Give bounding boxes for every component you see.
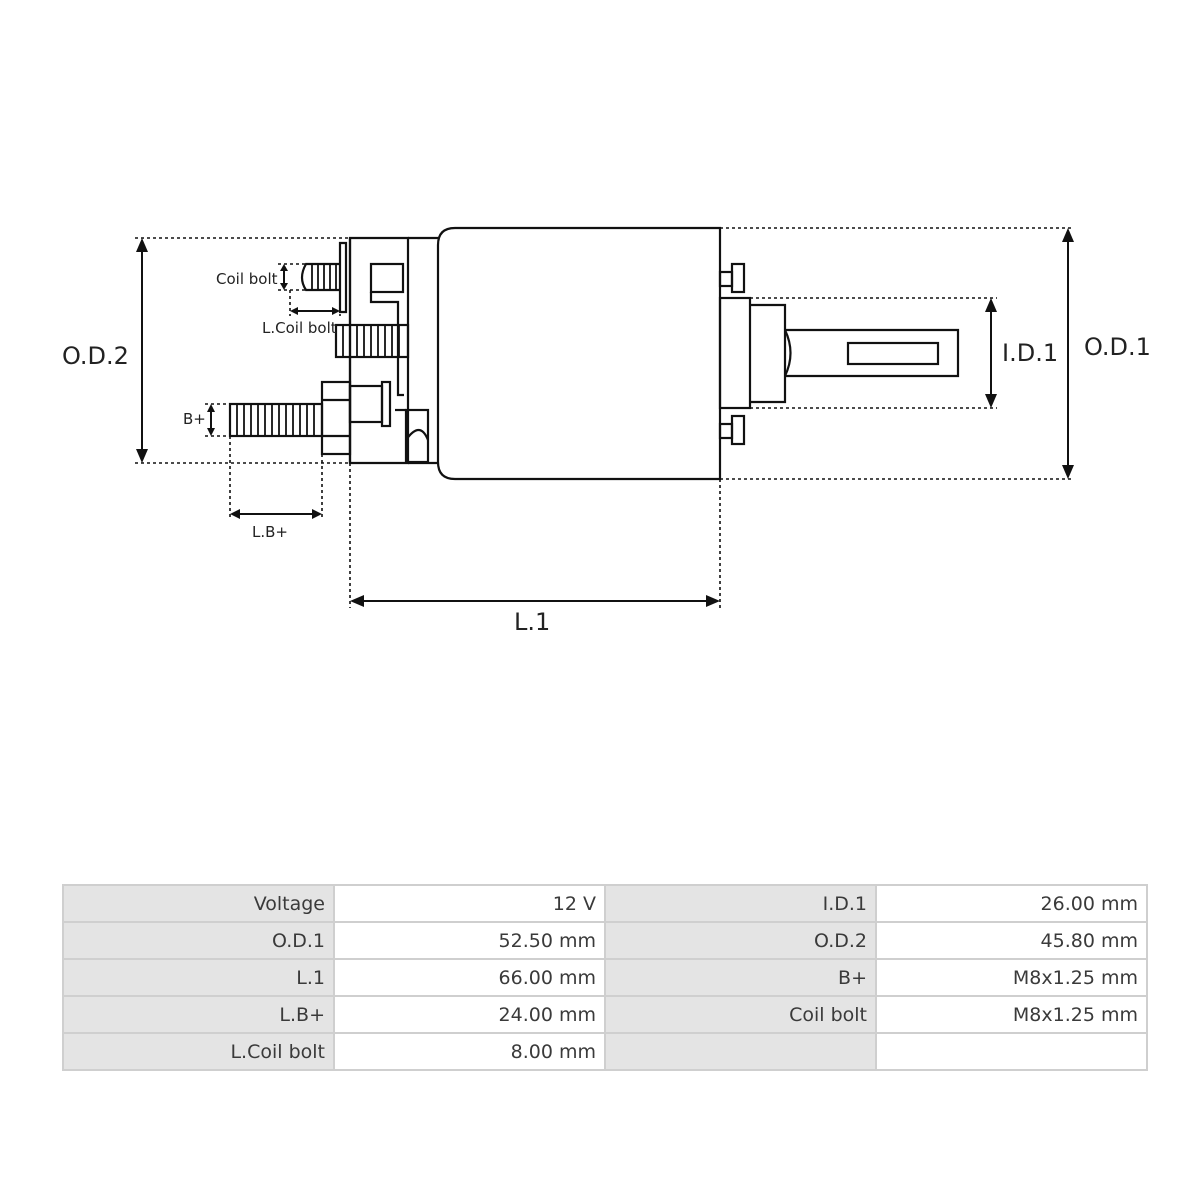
mounting-screw-bottom — [718, 414, 746, 446]
spec-value: M8x1.25 mm — [875, 995, 1148, 1034]
dimension-coil-bolt — [278, 263, 306, 291]
spec-key: Voltage — [62, 884, 335, 923]
spec-key: L.B+ — [62, 995, 335, 1034]
mounting-screw-top — [718, 262, 746, 294]
specs-table: Voltage 12 V I.D.1 26.00 mm O.D.1 52.50 … — [62, 884, 1148, 1071]
dimension-od2 — [135, 237, 350, 464]
dimension-l-coil-bolt — [289, 290, 341, 316]
spec-key — [604, 1032, 877, 1071]
spec-key: I.D.1 — [604, 884, 877, 923]
spec-value: 26.00 mm — [875, 884, 1148, 923]
spec-key: O.D.1 — [62, 921, 335, 960]
plunger — [718, 296, 960, 410]
table-row: Voltage 12 V I.D.1 26.00 mm — [62, 884, 1148, 923]
table-row: L.1 66.00 mm B+ M8x1.25 mm — [62, 958, 1148, 997]
internal-plate — [404, 408, 430, 464]
label-lbplus: L.B+ — [252, 523, 288, 541]
spec-value — [875, 1032, 1148, 1071]
label-bplus: B+ — [183, 410, 206, 428]
label-l-coil-bolt: L.Coil bolt — [262, 319, 337, 337]
label-od2: O.D.2 — [62, 342, 129, 370]
spec-value: 24.00 mm — [333, 995, 606, 1034]
label-od1: O.D.1 — [1084, 333, 1151, 361]
dimension-lbplus — [229, 436, 323, 520]
spec-value: 66.00 mm — [333, 958, 606, 997]
dimension-id1 — [750, 297, 997, 409]
label-id1: I.D.1 — [1002, 339, 1058, 367]
solenoid-diagram: O.D.2 O.D.1 I.D.1 L.1 L.B+ — [62, 226, 1151, 636]
label-coil-bolt: Coil bolt — [216, 270, 278, 288]
spec-value: 12 V — [333, 884, 606, 923]
spec-value: 45.80 mm — [875, 921, 1148, 960]
coil-bolt — [300, 241, 348, 314]
solenoid-body — [436, 226, 722, 481]
table-row: L.B+ 24.00 mm Coil bolt M8x1.25 mm — [62, 995, 1148, 1034]
spec-value: M8x1.25 mm — [875, 958, 1148, 997]
b-plus-terminal — [228, 380, 392, 456]
spec-key: L.Coil bolt — [62, 1032, 335, 1071]
table-row: L.Coil bolt 8.00 mm — [62, 1032, 1148, 1071]
cap-flange — [408, 236, 438, 465]
spec-value: 52.50 mm — [333, 921, 606, 960]
dimension-l1 — [349, 463, 721, 608]
spec-key: Coil bolt — [604, 995, 877, 1034]
spec-value: 8.00 mm — [333, 1032, 606, 1071]
coil-bolt-stud — [334, 323, 410, 359]
spec-key: L.1 — [62, 958, 335, 997]
spec-key: O.D.2 — [604, 921, 877, 960]
dimension-bplus — [205, 403, 230, 437]
spec-key: B+ — [604, 958, 877, 997]
internal-contact — [369, 262, 405, 294]
label-l1: L.1 — [514, 608, 550, 636]
dimension-od1 — [720, 227, 1074, 480]
table-row: O.D.1 52.50 mm O.D.2 45.80 mm — [62, 921, 1148, 960]
